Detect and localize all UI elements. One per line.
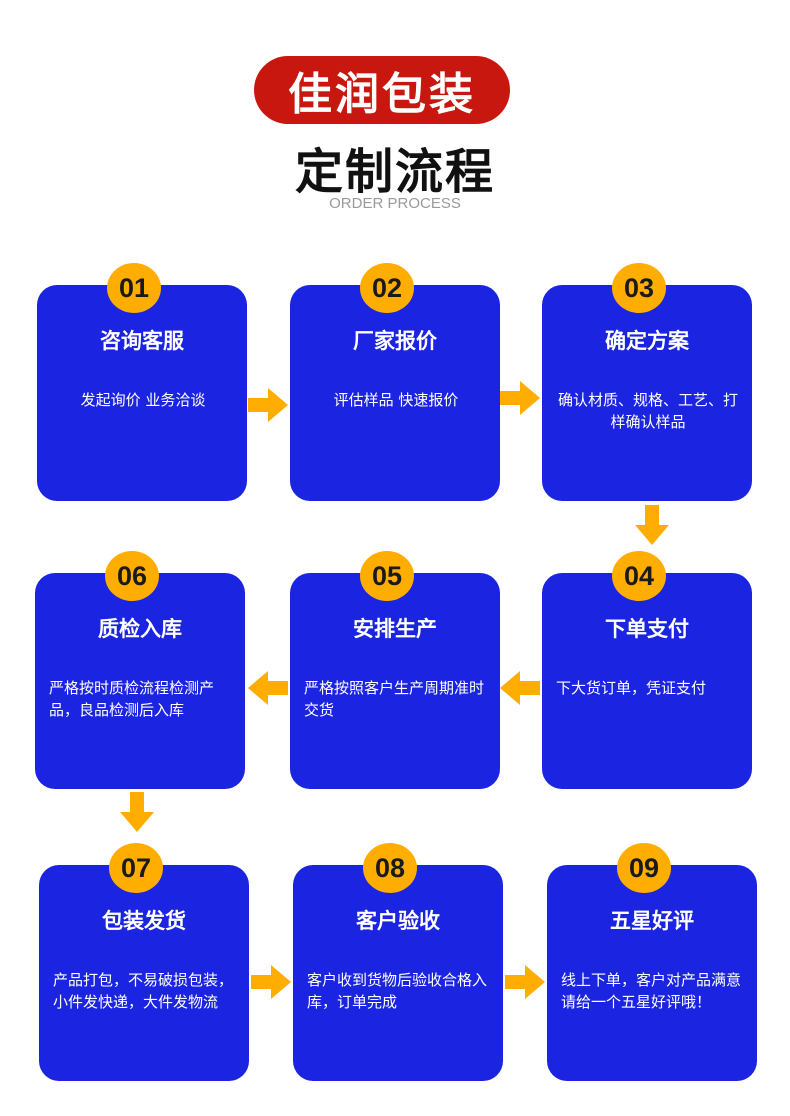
step-card-03: 03 确定方案 确认材质、规格、工艺、打样确认样品 [542, 263, 752, 501]
step-card-09: 09 五星好评 线上下单，客户对产品满意请给一个五星好评哦！ [547, 843, 757, 1081]
step-card-02: 02 厂家报价 评估样品 快速报价 [290, 263, 500, 501]
brand-name: 佳润包装 [288, 69, 476, 120]
step-card-04: 04 下单支付 下大货订单，凭证支付 [542, 551, 752, 789]
arrow-right-icon [248, 388, 288, 422]
step-number-badge: 01 [107, 263, 161, 313]
step-number-badge: 07 [109, 843, 163, 893]
step-description: 发起询价 业务洽谈 [80, 391, 206, 409]
step-description: 下大货订单，凭证支付 [556, 679, 707, 697]
step-title: 厂家报价 [353, 329, 437, 353]
step-description: 确认材质、规格、工艺、打样确认样品 [557, 391, 738, 431]
arrow-right-icon [500, 381, 540, 415]
step-number-badge: 02 [360, 263, 414, 313]
step-card-07: 07 包装发货 产品打包，不易破损包装，小件发快递，大件发物流 [39, 843, 249, 1081]
step-number-badge: 08 [363, 843, 417, 893]
step-title: 五星好评 [610, 909, 694, 933]
step-number-badge: 05 [360, 551, 414, 601]
arrow-down-icon [635, 505, 669, 545]
step-card-05: 05 安排生产 严格按照客户生产周期准时交货 [290, 551, 500, 789]
step-description: 产品打包，不易破损包装，小件发快递，大件发物流 [53, 971, 234, 1011]
step-description: 客户收到货物后验收合格入库，订单完成 [307, 971, 488, 1011]
step-title: 下单支付 [605, 617, 689, 641]
step-title: 安排生产 [353, 617, 437, 641]
arrow-down-icon [120, 792, 154, 832]
step-title: 咨询客服 [100, 329, 184, 353]
brand-badge: 佳润包装 [254, 56, 510, 124]
step-number-badge: 04 [612, 551, 666, 601]
step-description: 评估样品 快速报价 [333, 391, 459, 409]
arrow-left-icon [500, 671, 540, 705]
step-description: 严格按时质检流程检测产品，良品检测后入库 [49, 679, 215, 719]
arrow-right-icon [251, 965, 291, 999]
step-card-08: 08 客户验收 客户收到货物后验收合格入库，订单完成 [293, 843, 503, 1081]
page-title: 定制流程 [294, 144, 495, 200]
step-title: 包装发货 [102, 909, 186, 933]
step-card-01: 01 咨询客服 发起询价 业务洽谈 [37, 263, 247, 501]
step-number-badge: 09 [617, 843, 671, 893]
step-title: 客户验收 [356, 909, 440, 933]
step-card-06: 06 质检入库 严格按时质检流程检测产品，良品检测后入库 [35, 551, 245, 789]
step-description: 线上下单，客户对产品满意请给一个五星好评哦！ [561, 971, 742, 1011]
page-subtitle: ORDER PROCESS [329, 195, 461, 212]
step-title: 确定方案 [605, 329, 689, 353]
step-number-badge: 06 [105, 551, 159, 601]
step-title: 质检入库 [98, 617, 182, 641]
arrow-right-icon [505, 965, 545, 999]
step-description: 严格按照客户生产周期准时交货 [304, 679, 485, 719]
arrow-left-icon [248, 671, 288, 705]
step-number-badge: 03 [612, 263, 666, 313]
